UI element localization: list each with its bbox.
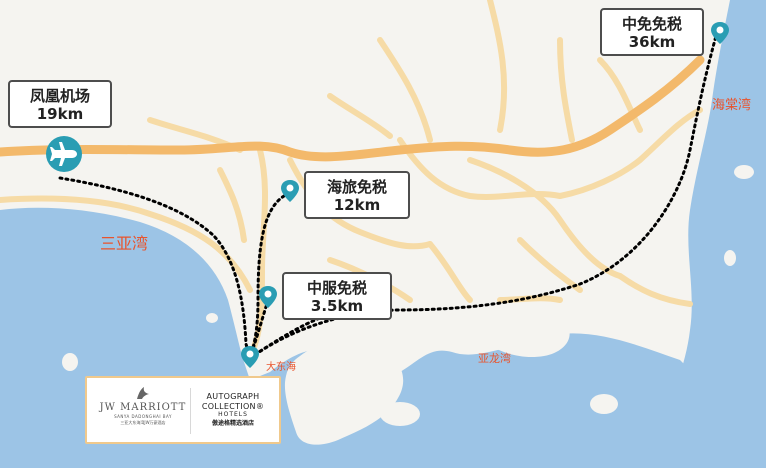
route-china-service-link bbox=[248, 316, 322, 360]
luhuitou-peninsula bbox=[284, 337, 404, 445]
callout-china-service[interactable]: 中服免税 3.5km bbox=[282, 272, 392, 320]
route-cdf-mall bbox=[248, 34, 718, 360]
jw-emblem-icon bbox=[137, 387, 149, 399]
callout-distance: 36km bbox=[628, 33, 676, 51]
autograph-collection-logo: AUTOGRAPH COLLECTION® HOTELS 傲途格精选酒店 bbox=[191, 392, 275, 427]
airplane-icon[interactable] bbox=[46, 136, 82, 172]
jw-brand-text: JW MARRIOTT bbox=[99, 402, 187, 413]
island bbox=[724, 250, 736, 266]
ac-cn: 傲途格精选酒店 bbox=[211, 420, 254, 428]
haitang-bay-sea bbox=[640, 0, 766, 468]
island bbox=[206, 313, 218, 323]
island bbox=[380, 402, 420, 426]
callout-distance: 19km bbox=[36, 105, 84, 123]
callout-distance: 3.5km bbox=[310, 297, 364, 315]
map-pin-icon[interactable] bbox=[259, 286, 277, 308]
ac-hotels: HOTELS bbox=[218, 411, 248, 419]
callout-name: 凤凰机场 bbox=[29, 87, 90, 105]
ac-line1: AUTOGRAPH bbox=[206, 392, 260, 401]
route-hainan-tourism bbox=[248, 194, 286, 360]
island bbox=[734, 165, 754, 179]
hotel-logo-card[interactable]: JW MARRIOTT SANYA DADONGHAI BAY 三亚大东海湾JW… bbox=[85, 376, 281, 444]
island bbox=[590, 394, 618, 414]
jw-marriott-logo: JW MARRIOTT SANYA DADONGHAI BAY 三亚大东海湾JW… bbox=[95, 386, 191, 426]
jw-cn-text: 三亚大东海湾JW万豪酒店 bbox=[120, 420, 166, 425]
map-pin-icon[interactable] bbox=[281, 180, 299, 202]
callout-phoenix-airport[interactable]: 凤凰机场 19km bbox=[8, 80, 112, 128]
callout-hainan-tourism[interactable]: 海旅免税 12km bbox=[304, 171, 410, 219]
island bbox=[62, 353, 78, 371]
logo-divider bbox=[190, 388, 191, 434]
callout-name: 中服免税 bbox=[306, 279, 367, 297]
callout-distance: 12km bbox=[333, 196, 381, 214]
highway bbox=[0, 55, 705, 162]
map-pin-icon[interactable] bbox=[711, 22, 729, 44]
ac-line2: COLLECTION® bbox=[201, 401, 265, 411]
callout-name: 海旅免税 bbox=[326, 178, 387, 196]
yalong-headland bbox=[466, 295, 570, 358]
sanya-bay-label: 三亚湾 bbox=[100, 234, 149, 253]
callout-name: 中免免税 bbox=[621, 15, 682, 33]
route-airport bbox=[58, 176, 252, 360]
callout-cdf-mall[interactable]: 中免免税 36km bbox=[600, 8, 704, 56]
haitang-bay-label: 海棠湾 bbox=[712, 98, 752, 113]
jw-sub-text: SANYA DADONGHAI BAY bbox=[114, 414, 172, 419]
map-pin-icon[interactable] bbox=[241, 346, 259, 368]
dadonghai-label: 大东海 bbox=[266, 362, 296, 373]
yalong-bay-label: 亚龙湾 bbox=[478, 352, 511, 365]
